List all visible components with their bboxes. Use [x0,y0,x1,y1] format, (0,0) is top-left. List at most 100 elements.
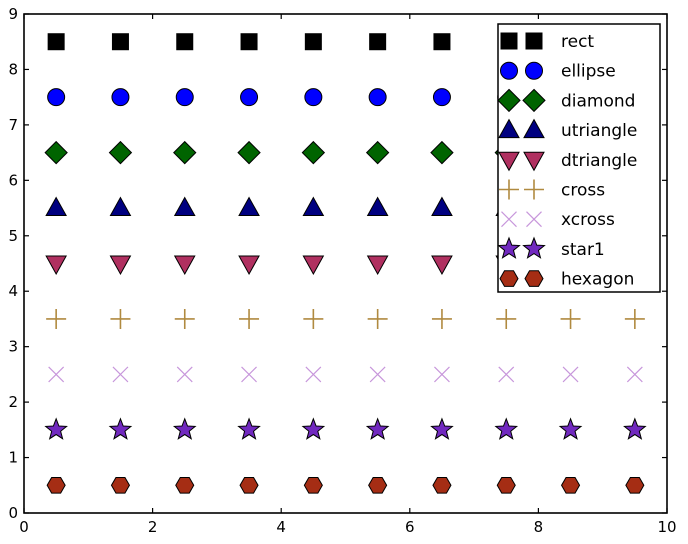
marker-star1 [237,417,261,440]
marker-ellipse [47,88,66,107]
marker-xcross [562,366,579,383]
marker-star1 [237,417,261,440]
marker-star1 [108,417,133,440]
marker-dtriangle [109,255,132,276]
plot-border [23,13,668,514]
marker-cross [110,308,131,329]
x-tick-label: 8 [534,518,544,536]
marker-cross [239,308,260,329]
marker-ellipse [432,88,451,107]
marker-ellipse [47,88,66,107]
legend-label-xcross: xcross [561,210,615,230]
legend-label-hexagon: hexagon [561,270,634,290]
legend-marker-star1 [497,236,521,259]
marker-ellipse [432,88,451,107]
y-tick-label: 7 [8,116,18,134]
legend-marker-ellipse [500,61,518,80]
y-tick-label: 1 [8,449,18,467]
marker-star1 [623,417,647,440]
legend-label-diamond: diamond [561,91,635,111]
marker-cross [431,308,452,329]
legend-marker-dtriangle [498,151,520,172]
marker-utriangle [366,196,389,217]
x-tick-label: 6 [405,518,415,536]
marker-rect [176,33,194,51]
marker-cross [174,308,195,329]
y-tick-label: 8 [8,60,18,78]
marker-ellipse [175,88,194,107]
legend-marker-dtriangle [498,151,520,172]
marker-xcross [498,366,515,383]
legend-marker-hexagon [499,270,519,287]
marker-xcross [562,366,579,383]
legend-marker-cross [499,179,519,200]
marker-cross [560,308,581,329]
marker-utriangle [45,196,67,217]
marker-star1 [623,417,647,440]
marker-xcross [48,366,65,383]
marker-xcross [305,366,322,383]
y-tick-label: 6 [8,171,18,189]
marker-star1 [172,417,197,440]
marker-hexagon [432,476,452,494]
marker-cross [496,308,517,329]
marker-xcross [369,366,386,383]
marker-hexagon [303,476,323,494]
marker-xcross [369,366,386,383]
marker-ellipse [304,88,323,107]
marker-hexagon [46,476,66,494]
legend-label-star1: star1 [561,240,605,260]
marker-rect [304,33,322,51]
legend-marker-utriangle [523,118,545,139]
x-tick-label: 0 [19,518,29,536]
legend-label-rect: rect [561,32,594,52]
marker-cross [303,308,324,329]
marker-star1 [430,417,454,440]
legend-marker-hexagon [499,270,519,287]
y-tick-label: 4 [8,282,18,300]
marker-utriangle [302,196,325,217]
marker-utriangle [238,196,260,217]
marker-dtriangle [109,255,132,276]
legend-marker-xcross [501,211,517,228]
legend-marker-cross [524,179,544,200]
marker-dtriangle [366,255,389,276]
legend-marker-star1 [522,236,546,259]
marker-diamond [365,140,390,165]
marker-utriangle [366,196,389,217]
marker-star1 [558,417,583,440]
marker-dtriangle [431,255,453,276]
marker-diamond [430,140,454,165]
marker-ellipse [175,88,194,107]
marker-hexagon [432,476,452,494]
legend-marker-diamond [522,88,546,113]
marker-diamond [44,140,68,165]
marker-diamond [237,140,261,165]
marker-star1 [494,417,519,440]
marker-cross [46,308,67,329]
marker-ellipse [111,88,130,107]
marker-diamond [173,140,197,165]
marker-dtriangle [238,255,260,276]
marker-dtriangle [238,255,260,276]
marker-cross [46,308,67,329]
marker-hexagon [496,476,516,494]
marker-hexagon [303,476,323,494]
legend-box [497,23,661,293]
marker-utriangle [109,196,132,217]
marker-star1 [430,417,454,440]
marker-utriangle [302,196,325,217]
legend-marker-diamond [522,88,546,113]
marker-cross [367,308,388,329]
marker-rect [240,33,258,51]
legend-marker-xcross [526,211,542,228]
legend-marker-rect [500,32,518,50]
marker-dtriangle [431,255,453,276]
marker-hexagon [496,476,516,494]
marker-xcross [305,366,322,383]
marker-xcross [112,366,129,383]
marker-diamond [365,140,390,165]
marker-xcross [176,366,193,383]
